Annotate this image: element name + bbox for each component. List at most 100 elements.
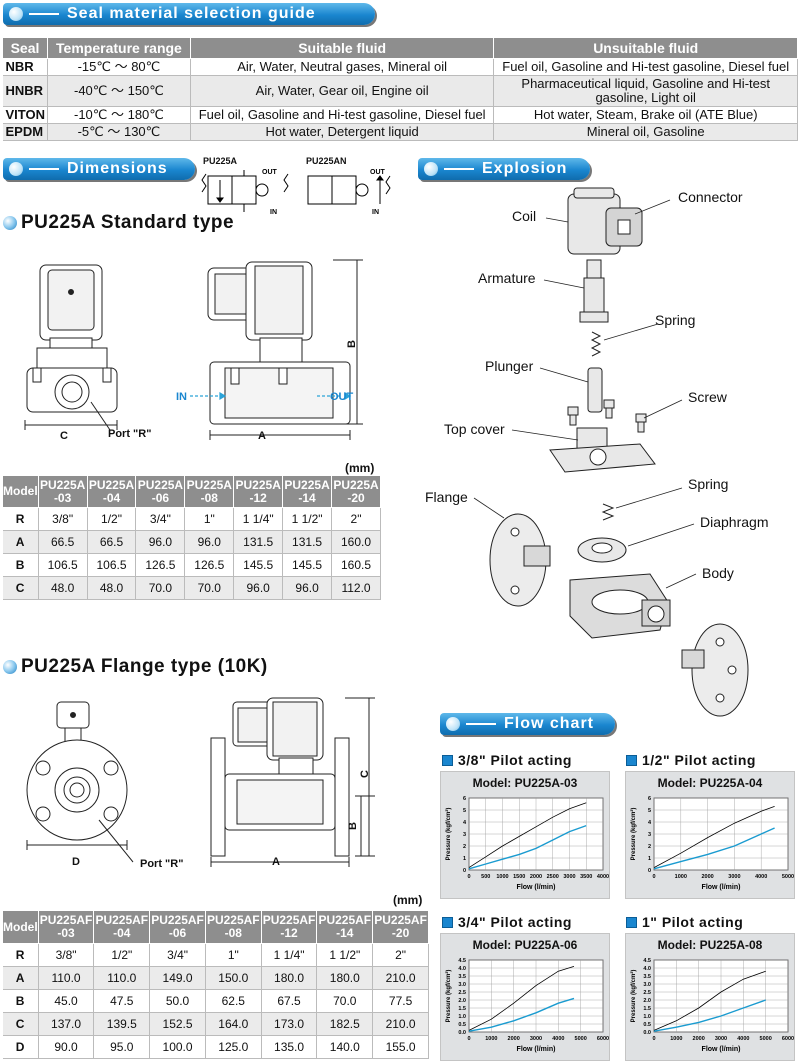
y-tick-label: 1.0 [643,1014,651,1020]
y-tick-label: 0.0 [458,1030,466,1036]
seal-guide-title: Seal material selection guide [67,5,316,22]
x-tick-label: 3000 [563,874,575,880]
table-cell: 164.0 [205,1012,262,1036]
table-cell: 140.0 [316,1035,374,1059]
flange-unit: (mm) [393,893,423,907]
part-armature: Armature [478,270,536,286]
symbol-out-label-2: OUT [370,169,386,176]
table-cell: 1 1/2" [282,507,333,531]
table-cell: 3/8" [38,507,88,531]
x-tick-label: 6000 [597,1036,609,1042]
table-cell: 96.0 [233,576,284,600]
table-cell: 131.5 [233,530,284,554]
row-label: R [2,507,39,531]
y-tick-label: 0 [648,868,651,874]
x-tick-label: 3500 [580,874,592,880]
table-cell: 180.0 [316,966,374,990]
table-cell: 106.5 [38,553,88,577]
table-corner: Model [2,910,39,944]
table-cell: 182.5 [316,1012,374,1036]
explosion-title: Explosion [482,160,568,177]
symbol-in-label-2: IN [372,209,379,216]
dim-label-b: B [345,340,358,348]
y-tick-label: 3 [648,832,651,838]
table-cell: 131.5 [282,530,333,554]
series-line-1 [653,999,766,1032]
seal-col-header: Suitable fluid [189,37,495,59]
header-bullet-icon [9,162,23,176]
x-tick-label: 1000 [496,874,508,880]
part-flange: Flange [425,489,468,505]
table-cell: 210.0 [372,966,429,990]
table-cell: 1/2" [87,507,137,531]
table-cell: 90.0 [38,1035,95,1059]
table-cell: 45.0 [38,989,95,1013]
y-tick-label: 3.0 [458,982,466,988]
model-header: PU225A -14 [282,475,333,508]
table-cell: 50.0 [149,989,206,1013]
part-spring-2: Spring [688,476,729,492]
model-header: PU225A -06 [135,475,186,508]
part-screw: Screw [688,389,727,405]
x-tick-label: 0 [467,874,470,880]
table-cell: 110.0 [93,966,151,990]
table-cell: 48.0 [87,576,137,600]
series-line-1 [468,824,587,870]
table-cell: 155.0 [372,1035,429,1059]
table-cell: 66.5 [38,530,88,554]
chart-model-label: Model: PU225A-06 [472,938,578,952]
part-top-cover: Top cover [444,421,505,437]
table-cell: 95.0 [93,1035,151,1059]
dim-label-d: D [72,856,80,868]
table-cell: 110.0 [38,966,95,990]
square-bullet-icon [626,916,637,928]
table-row: NBR -15℃ ～ 80℃ Air, Water, Neutral gases… [2,58,798,76]
seal-col-header: Unsuitable fluid [493,37,798,59]
x-tick-label: 2000 [693,1036,705,1042]
y-tick-label: 1 [463,856,466,862]
symbol-out-label: OUT [262,169,278,176]
y-tick-label: 6 [463,796,466,802]
seal-guide-header: Seal material selection guide [3,3,375,25]
x-tick-label: 1000 [485,1036,497,1042]
x-tick-label: 4000 [737,1036,749,1042]
table-cell: 47.5 [93,989,151,1013]
model-header: PU225A -08 [184,475,235,508]
y-axis-label: Pressure (kgf/cm²) [445,970,452,1023]
table-cell: 100.0 [149,1035,206,1059]
table-cell: 2" [372,943,429,967]
y-tick-label: 2.0 [643,998,651,1004]
flange-type-title: PU225A Flange type (10K) [3,656,268,678]
seal-col-header: Temperature range [47,37,191,59]
table-cell: 1 1/4" [233,507,284,531]
dimensions-title: Dimensions [67,160,168,177]
model-header: PU225A -03 [37,475,88,508]
table-row: EPDM -5℃ ～ 130℃ Hot water, Detergent liq… [2,123,798,141]
x-tick-label: 1500 [513,874,525,880]
title-bullet-icon [3,660,17,674]
part-body: Body [702,565,734,581]
dimensions-header: Dimensions [3,158,195,180]
table-cell: 106.5 [87,553,137,577]
table-cell: 149.0 [149,966,206,990]
table-cell: 210.0 [372,1012,429,1036]
table-cell: 3/8" [38,943,95,967]
square-bullet-icon [626,754,637,766]
square-bullet-icon [442,916,453,928]
part-plunger: Plunger [485,358,534,374]
port-label: Port "R" [108,428,152,440]
flange-dim-label-b: B [346,822,359,830]
standard-unit: (mm) [345,461,375,475]
part-coil: Coil [512,208,537,224]
x-tick-label: 1000 [670,1036,682,1042]
chart-model-label: Model: PU225A-08 [657,938,763,952]
x-axis-label: Flow (l/min) [517,1046,556,1053]
